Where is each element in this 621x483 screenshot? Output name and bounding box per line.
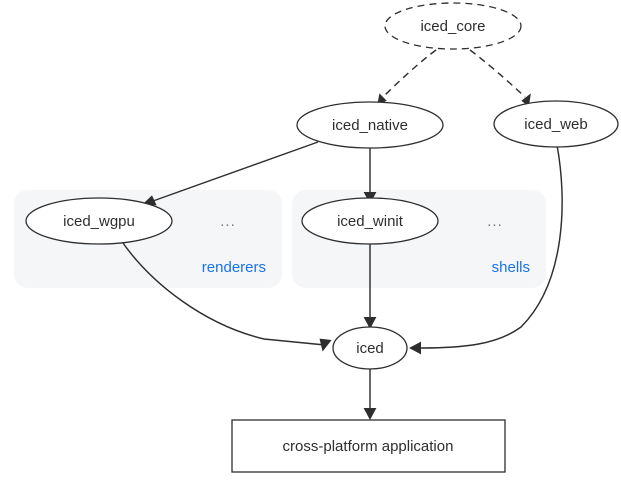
node-cross-platform-application[interactable]: cross-platform application bbox=[231, 419, 506, 473]
edge-iced-winit-to-iced bbox=[363, 243, 377, 329]
edge-iced-wgpu-to-iced bbox=[122, 242, 332, 352]
node-iced-wgpu[interactable]: iced_wgpu bbox=[25, 197, 173, 245]
edge-iced-to-application bbox=[363, 369, 377, 420]
node-iced-winit[interactable]: iced_winit bbox=[301, 197, 439, 245]
node-iced-core[interactable]: iced_core bbox=[384, 2, 522, 50]
node-iced[interactable]: iced bbox=[332, 326, 408, 370]
edge-iced-core-to-iced-native bbox=[377, 49, 437, 107]
node-iced-core-label: iced_core bbox=[420, 18, 485, 35]
edge-iced-web-to-iced bbox=[409, 144, 563, 355]
edge-iced-core-to-iced-web bbox=[469, 49, 531, 107]
node-iced-wgpu-label: iced_wgpu bbox=[63, 213, 135, 230]
node-iced-label: iced bbox=[356, 340, 384, 357]
edge-iced-native-to-iced-winit bbox=[363, 144, 377, 204]
node-application-label: cross-platform application bbox=[283, 438, 454, 455]
cluster-shells-ellipsis: ... bbox=[487, 213, 503, 230]
cluster-renderers-ellipsis: ... bbox=[220, 213, 236, 230]
cluster-renderers-label: renderers bbox=[202, 259, 266, 276]
node-iced-winit-label: iced_winit bbox=[337, 213, 404, 230]
node-iced-native[interactable]: iced_native bbox=[296, 101, 444, 149]
node-iced-native-label: iced_native bbox=[332, 117, 408, 134]
node-iced-web-label: iced_web bbox=[524, 116, 587, 133]
cluster-shells-label: shells bbox=[492, 259, 530, 276]
node-iced-web[interactable]: iced_web bbox=[493, 100, 619, 148]
